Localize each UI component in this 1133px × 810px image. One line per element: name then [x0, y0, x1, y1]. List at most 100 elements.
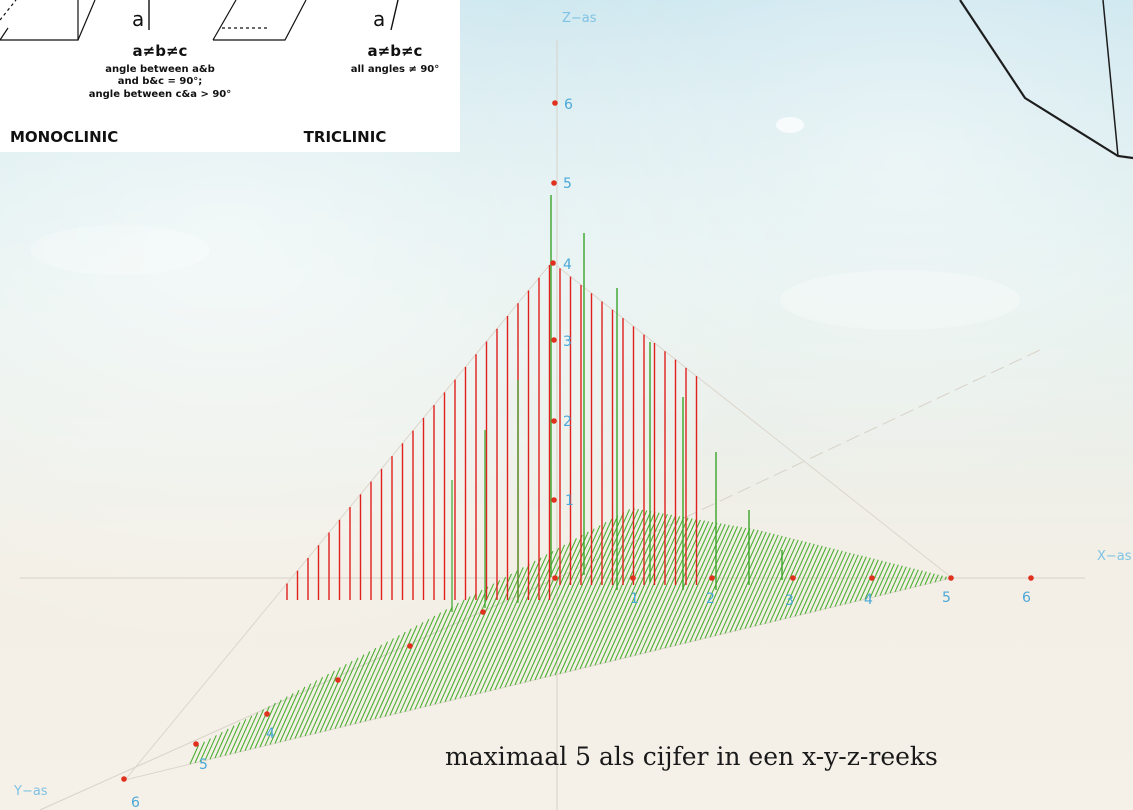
hatch-stroke-132 [849, 557, 871, 604]
hatch-stroke-37 [374, 625, 418, 720]
hatch-stroke-61 [494, 547, 560, 690]
hatch-stroke-50 [439, 583, 495, 704]
hatch-stroke-150 [939, 575, 943, 582]
point-3 [551, 337, 557, 343]
point-1 [551, 180, 557, 186]
hatch-stroke-36 [369, 628, 412, 721]
hatch-stroke-42 [399, 609, 448, 714]
hatch-stroke-117 [774, 542, 811, 622]
hatch-stroke-111 [744, 536, 787, 629]
hatch-stroke-22 [299, 673, 329, 738]
hatch-stroke-114 [759, 539, 799, 626]
hatch-stroke-14 [259, 699, 282, 748]
red-points [121, 100, 1034, 782]
hatch-stroke-123 [804, 548, 835, 615]
diagonal-dashed-line [556, 349, 1041, 579]
z-tick-5: 5 [563, 176, 572, 192]
hatch-stroke-23 [304, 670, 335, 737]
hatch-stroke-40 [389, 615, 436, 716]
hatch-stroke-118 [779, 543, 815, 621]
y-tick-5: 5 [199, 757, 208, 773]
hatch-stroke-146 [919, 571, 927, 587]
edge-y-z [124, 261, 553, 781]
point-2 [550, 260, 556, 266]
triangle-edges [124, 261, 953, 781]
hatch-stroke-126 [819, 551, 847, 611]
hatch-stroke-78 [579, 511, 652, 670]
point-4 [551, 418, 557, 424]
hatch-stroke-139 [884, 564, 899, 595]
hatch-stroke-33 [354, 638, 394, 725]
x-tick-5: 5 [942, 590, 951, 606]
monoclinic-note-2: and b&c = 90°; [117, 76, 203, 87]
hatch-stroke-98 [679, 525, 734, 645]
hatch-stroke-95 [664, 523, 722, 649]
hatch-stroke-80 [589, 512, 660, 667]
point-10 [869, 575, 875, 581]
hatch-stroke-11 [244, 709, 265, 751]
point-16 [264, 711, 270, 717]
y-tick-labels: 4 5 6 [131, 726, 275, 810]
hatch-stroke-77 [574, 510, 648, 671]
sketch-line-1 [959, 0, 1133, 160]
point-14 [407, 643, 413, 649]
hatch-stroke-124 [809, 549, 839, 613]
hatch-stroke-138 [879, 563, 895, 596]
hatch-stroke-137 [874, 562, 891, 598]
hatch-stroke-115 [764, 540, 803, 624]
hatch-stroke-47 [424, 593, 477, 707]
point-8 [709, 575, 715, 581]
edge-z-x [551, 261, 953, 579]
monoclinic-note-3: angle between c&a > 90° [88, 89, 232, 100]
hatch-stroke-31 [344, 644, 383, 727]
hatch-stroke-43 [404, 605, 453, 712]
x-tick-4: 4 [864, 592, 873, 608]
x-tick-labels: 1 2 3 4 5 6 [630, 590, 1031, 609]
triclinic-equation: a≠b≠c [367, 42, 423, 60]
hatch-stroke-84 [609, 515, 677, 662]
hatch-stroke-34 [359, 634, 400, 723]
x-tick-2: 2 [706, 591, 715, 607]
hatch-stroke-17 [274, 689, 300, 744]
hatch-stroke-148 [929, 573, 935, 584]
hatch-stroke-72 [549, 512, 625, 677]
hatch-stroke-113 [754, 538, 795, 627]
hatch-stroke-6 [219, 725, 235, 758]
hatch-stroke-2 [199, 738, 211, 762]
hatch-stroke-97 [674, 524, 730, 646]
hatch-stroke-147 [924, 572, 931, 585]
hatch-stroke-76 [569, 509, 644, 672]
hatch-stroke-59 [484, 554, 548, 693]
x-tick-1: 1 [630, 591, 639, 607]
hatch-stroke-8 [229, 718, 247, 755]
hatch-stroke-64 [509, 538, 577, 687]
hatch-stroke-69 [534, 521, 607, 681]
triclinic-box-drawing [212, 0, 307, 41]
hatch-stroke-90 [639, 519, 701, 655]
hatch-stroke-66 [519, 531, 589, 684]
hatch-stroke-68 [529, 525, 601, 682]
hatch-stroke-3 [204, 735, 217, 761]
x-tick-6: 6 [1022, 590, 1031, 606]
hatch-stroke-91 [644, 520, 706, 654]
hatch-stroke-94 [659, 522, 718, 650]
hatch-stroke-105 [714, 530, 763, 637]
hatch-stroke-81 [594, 513, 664, 666]
hatch-stroke-26 [319, 660, 353, 733]
hatch-stroke-110 [739, 535, 783, 631]
monoclinic-equation: a≠b≠c [132, 42, 188, 60]
hatch-stroke-39 [384, 618, 430, 717]
hatch-stroke-10 [239, 712, 259, 753]
hatch-stroke-55 [464, 567, 524, 698]
monoclinic-name: MONOCLINIC [10, 128, 119, 146]
dark-line-sketch [959, 0, 1133, 160]
monoclinic-edge-a: a [132, 7, 144, 31]
hatch-stroke-9 [234, 715, 253, 754]
point-9 [790, 575, 796, 581]
hatch-stroke-71 [544, 515, 619, 678]
hatch-stroke-144 [909, 569, 919, 589]
z-tick-6: 6 [564, 97, 573, 113]
hatch-stroke-122 [799, 547, 831, 616]
triclinic-edge-a: a [373, 7, 385, 31]
